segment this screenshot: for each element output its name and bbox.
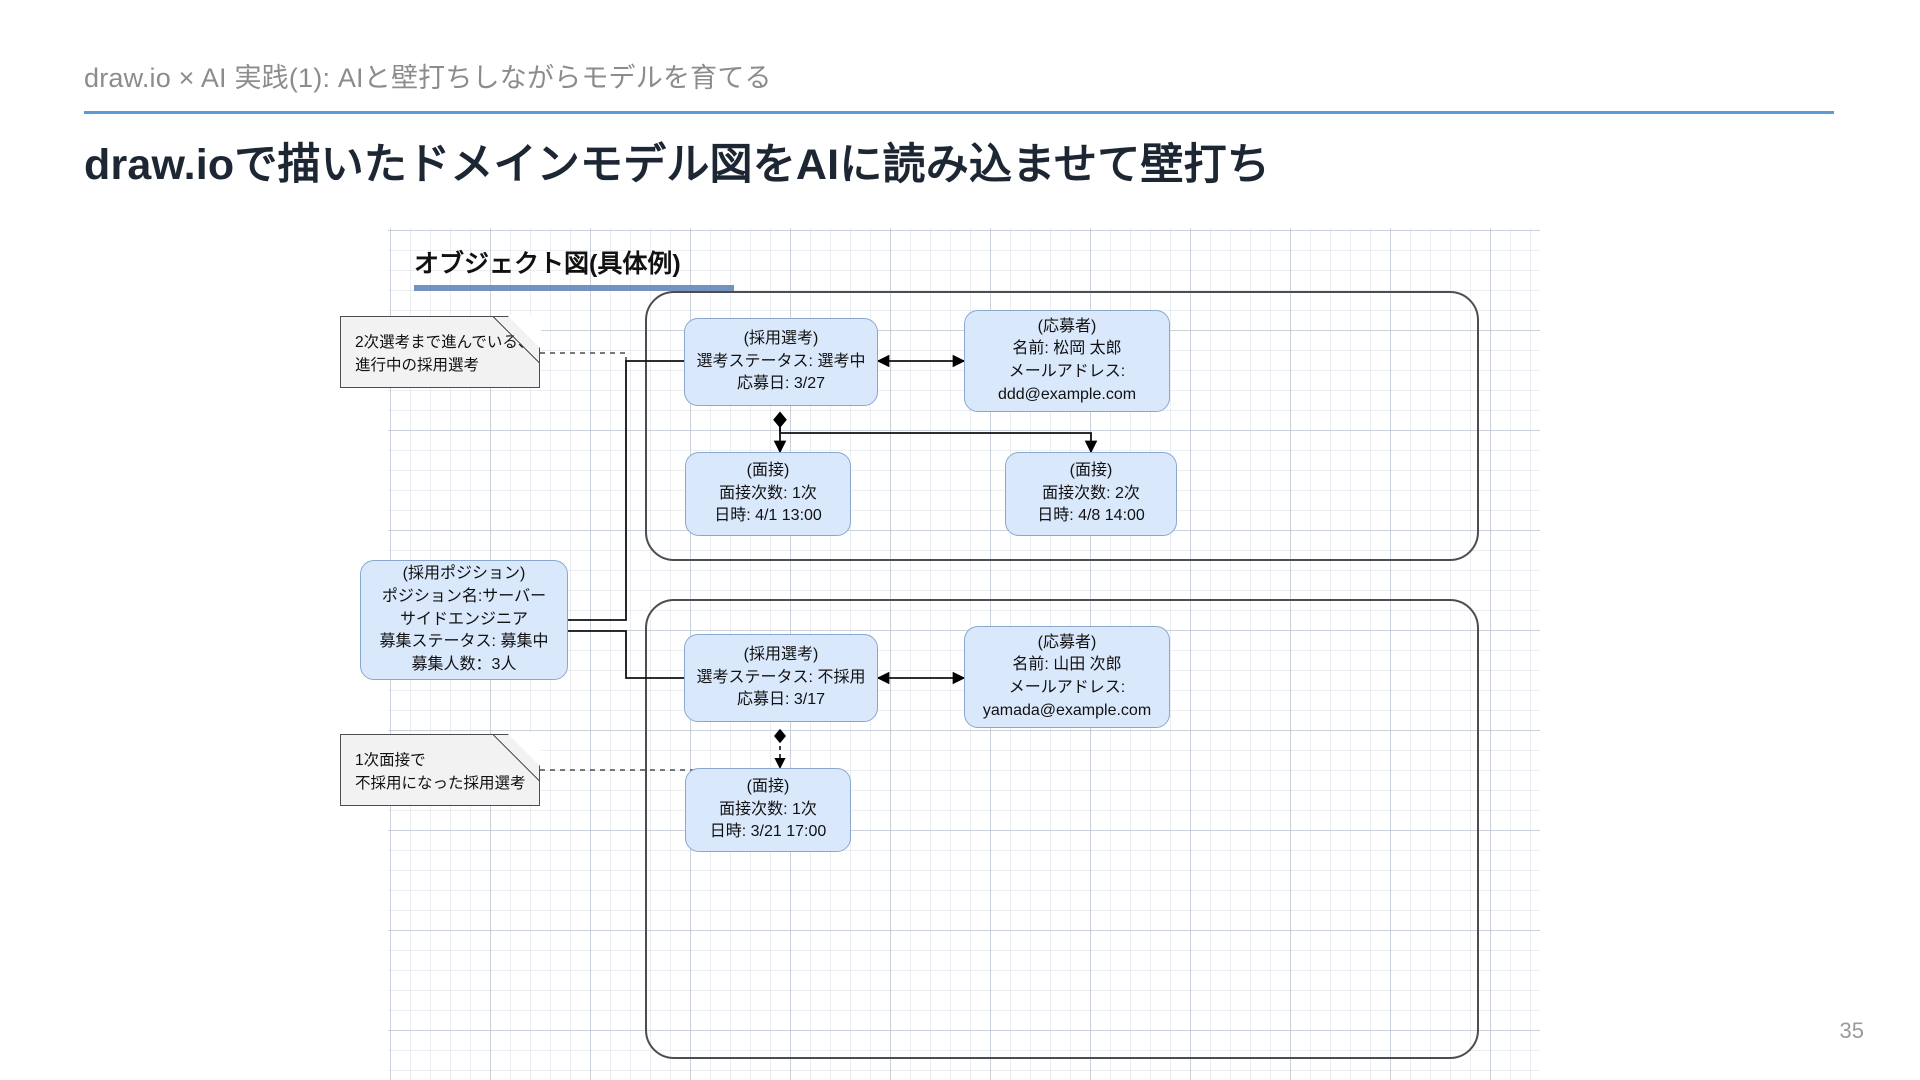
note-line: 1次面接で: [355, 752, 426, 769]
node-line: 応募日: 3/27: [736, 375, 826, 393]
object-node-applicant-2[interactable]: (応募者) 名前: 山田 次郎 メールアドレス: yamada@example.…: [964, 626, 1170, 728]
node-line: (面接): [746, 461, 790, 479]
node-line: 応募日: 3/17: [736, 691, 826, 709]
node-line: 選考ステータス: 選考中: [696, 352, 866, 370]
node-line: 日時: 4/8 14:00: [1037, 507, 1145, 525]
node-line: 選考ステータス: 不採用: [696, 668, 866, 686]
object-node-interview-2-1[interactable]: (面接) 面接次数: 1次 日時: 3/21 17:00: [685, 768, 851, 852]
note-line: 2次選考まで進んでいる、: [355, 334, 534, 351]
object-node-position-1[interactable]: (採用ポジション) ポジション名:サーバー サイドエンジニア 募集ステータス: …: [360, 560, 568, 680]
node-line: yamada@example.com: [982, 701, 1152, 719]
note-rejected: 1次面接で 不採用になった採用選考: [340, 733, 541, 806]
note-in-progress: 2次選考まで進んでいる、 進行中の採用選考: [340, 315, 541, 388]
header-rule: [84, 111, 1834, 114]
node-line: (採用選考): [743, 329, 819, 347]
node-line: 名前: 山田 次郎: [1012, 656, 1122, 674]
node-line: ddd@example.com: [997, 385, 1137, 403]
note-fold-line-icon: [492, 734, 540, 782]
node-line: (応募者): [1037, 633, 1097, 651]
node-line: メールアドレス:: [1008, 679, 1126, 696]
slide-kicker: draw.io × AI 実践(1): AIと壁打ちしながらモデルを育てる: [84, 63, 772, 93]
object-node-selection-1[interactable]: (採用選考) 選考ステータス: 選考中 応募日: 3/27: [684, 318, 878, 406]
node-line: 募集ステータス: 募集中: [379, 633, 549, 651]
node-line: メールアドレス:: [1008, 363, 1126, 380]
node-line: (面接): [746, 777, 790, 795]
page-number: 35: [1839, 1018, 1864, 1043]
node-line: 面接次数: 2次: [1042, 484, 1140, 502]
connector-layer: [540, 291, 1479, 1059]
node-line: 名前: 松岡 太郎: [1012, 340, 1122, 358]
node-line: (面接): [1069, 461, 1113, 479]
node-line: 日時: 4/1 13:00: [714, 507, 822, 525]
node-line: (採用選考): [743, 645, 819, 663]
node-line: サイドエンジニア: [399, 610, 528, 628]
node-line: (採用ポジション): [402, 565, 526, 583]
node-line: ポジション名:サーバー: [381, 587, 547, 605]
object-node-interview-1-2[interactable]: (面接) 面接次数: 2次 日時: 4/8 14:00: [1005, 452, 1177, 536]
page-title: draw.ioで描いたドメインモデル図をAIに読み込ませて壁打ち: [84, 141, 1271, 189]
node-line: 日時: 3/21 17:00: [709, 823, 827, 841]
diagram-canvas: オブジェクト図(具体例): [340, 228, 1540, 1080]
node-line: 募集人数：3人: [411, 656, 517, 674]
node-line: 面接次数: 1次: [719, 484, 817, 502]
diagram-heading: オブジェクト図(具体例): [414, 250, 681, 278]
object-node-interview-1-1[interactable]: (面接) 面接次数: 1次 日時: 4/1 13:00: [685, 452, 851, 536]
node-line: 面接次数: 1次: [719, 800, 817, 818]
note-fold-line-icon: [492, 316, 540, 364]
object-node-selection-2[interactable]: (採用選考) 選考ステータス: 不採用 応募日: 3/17: [684, 634, 878, 722]
node-line: (応募者): [1037, 317, 1097, 335]
note-line: 不採用になった採用選考: [355, 775, 526, 793]
note-line: 進行中の採用選考: [355, 357, 480, 375]
diagram-heading-underline: [414, 285, 734, 291]
object-node-applicant-1[interactable]: (応募者) 名前: 松岡 太郎 メールアドレス: ddd@example.com: [964, 310, 1170, 412]
